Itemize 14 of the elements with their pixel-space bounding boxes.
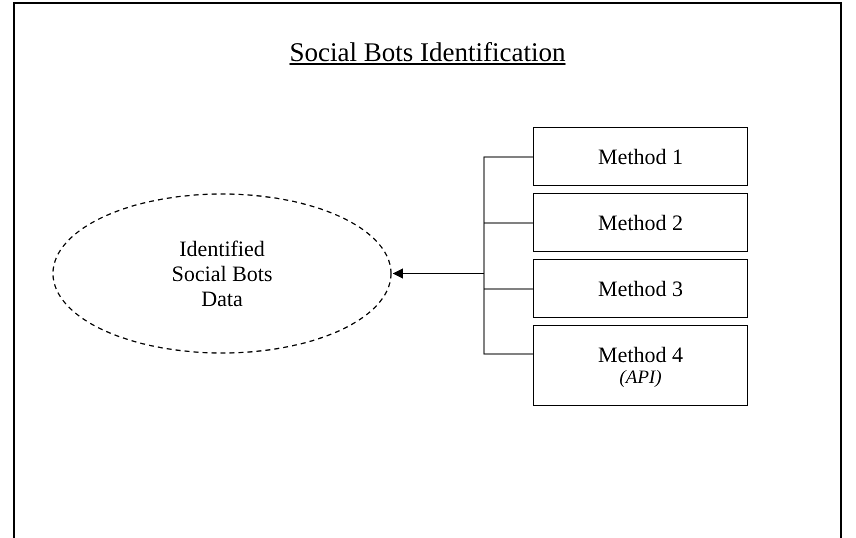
method-box	[533, 325, 748, 406]
frame	[13, 2, 842, 538]
node-label: Identified Social Bots Data	[170, 236, 274, 312]
title: Social Bots Identification	[290, 37, 566, 68]
node-label: Method 2	[598, 210, 683, 236]
node-label: Method 3	[598, 276, 683, 302]
method-box	[533, 127, 748, 186]
method-box	[533, 193, 748, 252]
method-box	[533, 259, 748, 318]
node-label: Method 1	[598, 144, 683, 170]
node-label: Method 4	[598, 342, 683, 368]
data-ellipse	[52, 193, 392, 354]
node-sublabel: (API)	[619, 367, 662, 390]
connector-arrow	[392, 268, 534, 354]
